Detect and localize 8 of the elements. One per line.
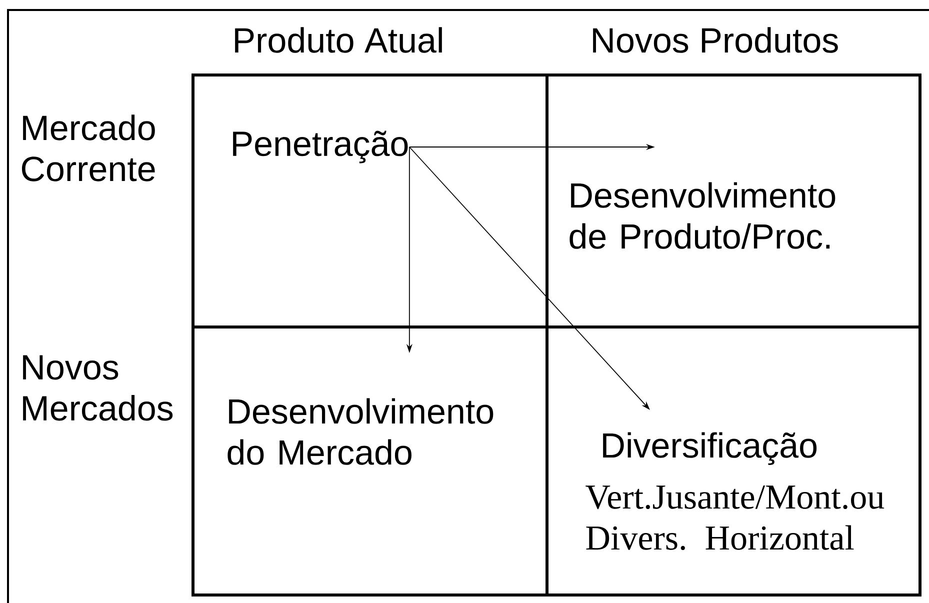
quadrant-text: Diversificação Vert.Jusante/Mont.ou Divers. Horizontal	[586, 432, 884, 550]
quadrant-text: Desenvolvimento de Produto/Proc.	[570, 182, 836, 249]
axis-label: Mercado Corrente	[22, 114, 155, 182]
axis-label: Novos Mercados	[23, 355, 173, 421]
quadrant-text: Penetração	[233, 130, 408, 164]
axis-label: Novos Produtos	[593, 27, 838, 53]
quadrant-text: Desenvolvimento do Mercado	[228, 398, 494, 465]
axis-label: Produto Atual	[235, 27, 442, 53]
